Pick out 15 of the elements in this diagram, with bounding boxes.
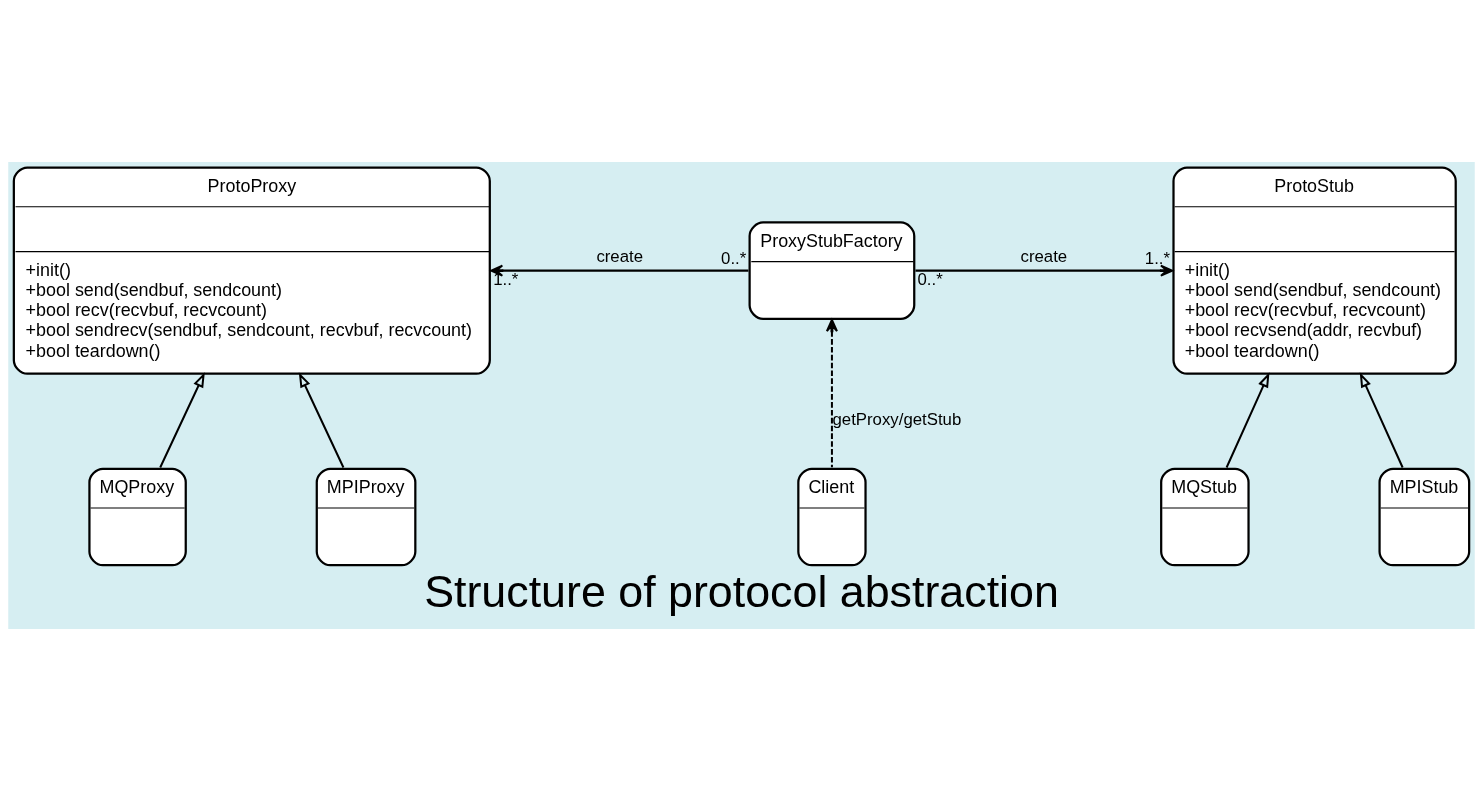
arrow xyxy=(298,371,345,468)
label: 1..* xyxy=(1144,248,1171,268)
arrow xyxy=(490,264,749,277)
arrow xyxy=(1359,371,1404,468)
edge-label: getProxy/getStub xyxy=(832,409,962,429)
edge-label: create xyxy=(1020,246,1068,266)
label: 1..* xyxy=(493,269,519,289)
label: 0..* xyxy=(721,248,747,268)
arrow xyxy=(1225,371,1270,468)
label: 0..* xyxy=(917,269,943,289)
caption: Structure of protocol abstraction xyxy=(424,565,1059,616)
edge-label: create xyxy=(596,246,644,266)
arrow xyxy=(159,371,205,468)
arrow xyxy=(915,264,1174,277)
arrow xyxy=(825,318,838,467)
